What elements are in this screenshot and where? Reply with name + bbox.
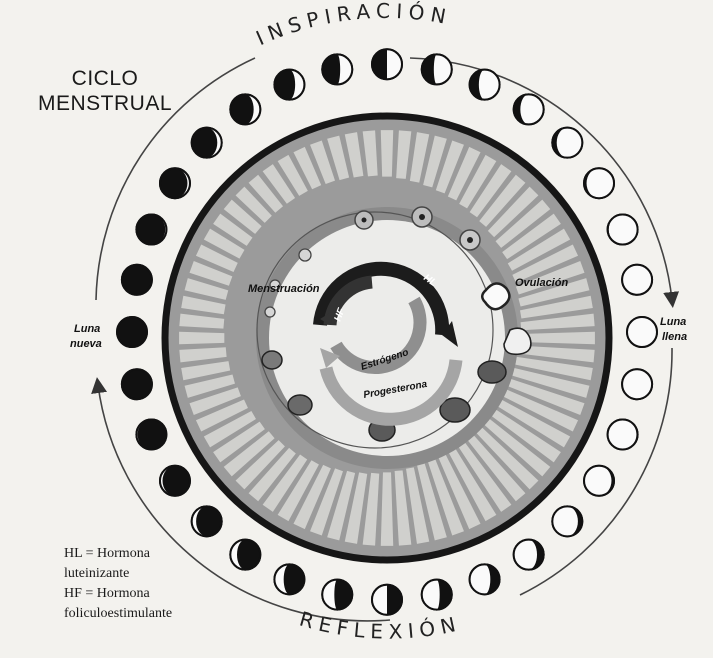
moon-phase-icon [274,70,304,100]
moon-phase-icon [552,128,582,158]
moon-phase-icon [230,540,260,570]
moon-phase-icon [622,369,652,399]
moon-phase-icon [627,317,657,347]
moon-phase-icon [514,94,544,124]
menstruation-label: Menstruación [248,283,320,295]
diagram-title: CICLO MENSTRUAL [38,66,172,116]
moon-phase-icon [514,540,544,570]
moon-phase-icon [470,564,500,594]
moon-phase-icon [608,419,638,449]
moon-phase-icon [122,369,152,399]
moon-phase-icon [422,54,452,84]
moon-phase-icon [192,506,222,536]
title-line-2: MENSTRUAL [38,91,172,116]
ovulation-label: Ovulación [515,277,568,289]
moon-phase-icon [608,215,638,245]
moon-phase-icon [192,128,222,158]
new-moon-label-line2: nueva [70,338,102,350]
legend-hl-line2: luteinizante [64,564,172,584]
moon-phase-icon [322,580,352,610]
moon-phase-icon [372,49,402,79]
moon-phase-icon [422,580,452,610]
new-moon-label-line1: Luna [74,323,100,335]
moon-phase-icon [584,168,614,198]
full-moon-label-line2: llena [662,331,687,343]
moon-phase-icon [117,317,147,347]
arc-label-top: INSPIRACIÓN [252,0,453,50]
moon-phase-icon [322,54,352,84]
moon-phase-icon [160,466,190,496]
moon-phase-icon [372,585,402,615]
moon-phase-icon [136,419,166,449]
moon-phase-icon [622,265,652,295]
title-line-1: CICLO [38,66,172,91]
moon-phase-icon [470,70,500,100]
full-moon-label-line1: Luna [660,316,686,328]
moon-phase-icon [122,265,152,295]
legend-hf-line1: HF = Hormona [64,584,172,604]
moon-phase-icon [136,215,166,245]
legend-hf-line2: foliculoestimulante [64,604,172,624]
moon-phase-icon [160,168,190,198]
moon-phase-icon [584,466,614,496]
moon-phase-icon [274,564,304,594]
moon-phase-icon [230,94,260,124]
moon-phase-icon [552,506,582,536]
abbreviation-legend: HL = Hormona luteinizante HF = Hormona f… [64,544,172,624]
legend-hl-line1: HL = Hormona [64,544,172,564]
